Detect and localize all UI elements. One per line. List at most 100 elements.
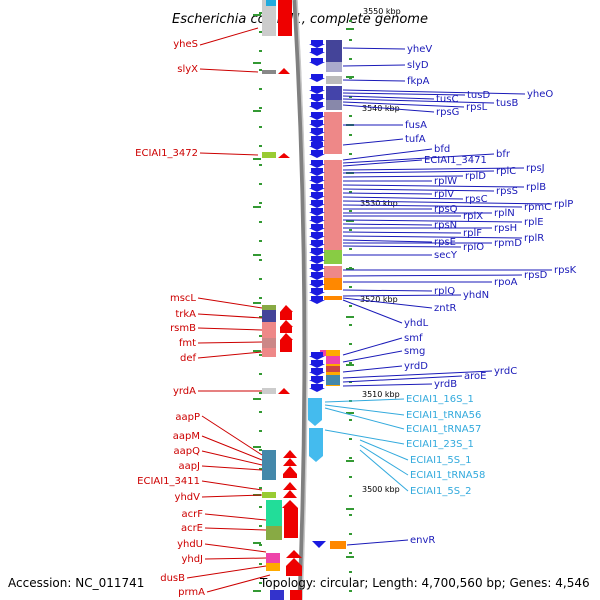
gene-label: tusB — [496, 98, 518, 109]
gene-arrow-head — [309, 212, 325, 216]
gene-label: rpsN — [434, 220, 457, 231]
gene-arrow-body — [311, 168, 323, 172]
gene-arrow-head — [309, 62, 325, 66]
gene-arrow-head — [309, 268, 325, 272]
gene-arrow-body — [311, 232, 323, 236]
tick-major — [346, 220, 354, 222]
tick-dash — [259, 278, 262, 280]
gene-arrow-head — [309, 188, 325, 192]
gene-label: rpsD — [524, 270, 548, 281]
forward-arrows — [309, 40, 325, 392]
tick-dash — [349, 115, 352, 117]
connector-line — [197, 327, 263, 331]
connector-line — [342, 148, 433, 161]
tick-dash — [259, 487, 262, 489]
tick-major — [253, 110, 261, 112]
gene-arrow-body — [311, 176, 323, 180]
gene-label: mscL — [170, 293, 196, 304]
tick-dash — [259, 107, 262, 109]
tick-dash — [259, 373, 262, 375]
gene-arrow-body — [311, 272, 323, 276]
gene-arrow-body — [311, 184, 323, 188]
gene-arrow-head — [309, 276, 325, 280]
tick-major — [253, 206, 261, 208]
tick-dash — [349, 229, 352, 231]
connector-line — [324, 398, 405, 403]
gene-label: trkA — [175, 309, 196, 320]
gene-label: smf — [404, 333, 423, 344]
connector-line — [204, 527, 267, 531]
gene-label: def — [180, 353, 197, 364]
gene-arrow-head — [309, 44, 325, 48]
gene-label: yhdJ — [181, 554, 203, 565]
connector-line — [199, 68, 259, 73]
gene-arrow-head — [309, 260, 325, 264]
gene-arrow-head — [309, 388, 325, 392]
connector-line — [342, 297, 433, 309]
tick-dash — [349, 96, 352, 98]
tick-marks — [253, 12, 354, 592]
connector-line — [197, 313, 263, 319]
gene-label: rpsH — [494, 223, 517, 234]
gene-arrow-body — [311, 288, 323, 292]
tick-dash — [259, 544, 262, 546]
tick-major — [346, 28, 354, 30]
gene-arrow-body — [311, 74, 323, 78]
tick-dash — [259, 335, 262, 337]
tick-major — [253, 446, 261, 448]
tick-dash — [259, 50, 262, 52]
connector-line — [201, 415, 263, 456]
tick-dash — [259, 69, 262, 71]
tick-dash — [349, 571, 352, 573]
gene-label: yrdA — [173, 386, 196, 397]
gene-arrow-head — [309, 116, 325, 120]
gene-arrow-head — [309, 106, 325, 110]
tick-major — [253, 302, 261, 304]
connector-line — [342, 219, 523, 223]
gene-label: rpsS — [496, 186, 518, 197]
tick-dash — [259, 563, 262, 565]
gene-label: bfr — [496, 149, 511, 160]
gene-arrow-head — [309, 204, 325, 208]
tick-dash — [259, 582, 262, 584]
gene-label: yhdV — [175, 492, 201, 503]
connector-line — [342, 184, 525, 188]
connector-line — [342, 101, 465, 108]
gene-arrow-body — [311, 86, 323, 90]
gene-label: ECIAI1_3471 — [424, 155, 487, 166]
gene-arrow-head — [309, 78, 325, 82]
gene-arrow-body — [311, 58, 323, 62]
connector-line — [342, 365, 403, 373]
connector-line — [342, 294, 462, 297]
gene-arrow-head — [309, 196, 325, 200]
connector-line — [342, 245, 462, 248]
connector-line — [342, 223, 433, 226]
tick-dash — [259, 354, 262, 356]
gene-arrow-head — [309, 292, 325, 296]
gene-label: rplE — [524, 217, 544, 228]
gene-arrow-body — [311, 112, 323, 116]
gene-arrow-head — [309, 180, 325, 184]
gene-arrow-head — [309, 154, 325, 158]
label-connectors — [186, 27, 553, 593]
tick-dash — [259, 12, 262, 14]
gene-label: rplN — [494, 208, 515, 219]
tick-dash — [349, 20, 352, 22]
gene-label: yrdD — [404, 361, 428, 372]
gene-label: ECIAI1_5S_1 — [410, 455, 471, 466]
gene-arrow-body — [311, 142, 323, 146]
connector-line — [342, 375, 463, 383]
gene-arrow-body — [311, 160, 323, 164]
gene-label: fusA — [405, 120, 427, 131]
gene-arrow-body — [311, 48, 323, 52]
connector-line — [359, 444, 409, 476]
gene-arrow-body — [311, 376, 323, 380]
connector-line — [197, 341, 263, 344]
connector-line — [342, 370, 493, 379]
gene-arrow-head — [309, 220, 325, 224]
connector-line — [342, 204, 523, 208]
gene-arrow-body — [311, 128, 323, 132]
connector-line — [342, 239, 433, 243]
gene-arrow-body — [311, 384, 323, 388]
tick-major — [346, 268, 354, 270]
